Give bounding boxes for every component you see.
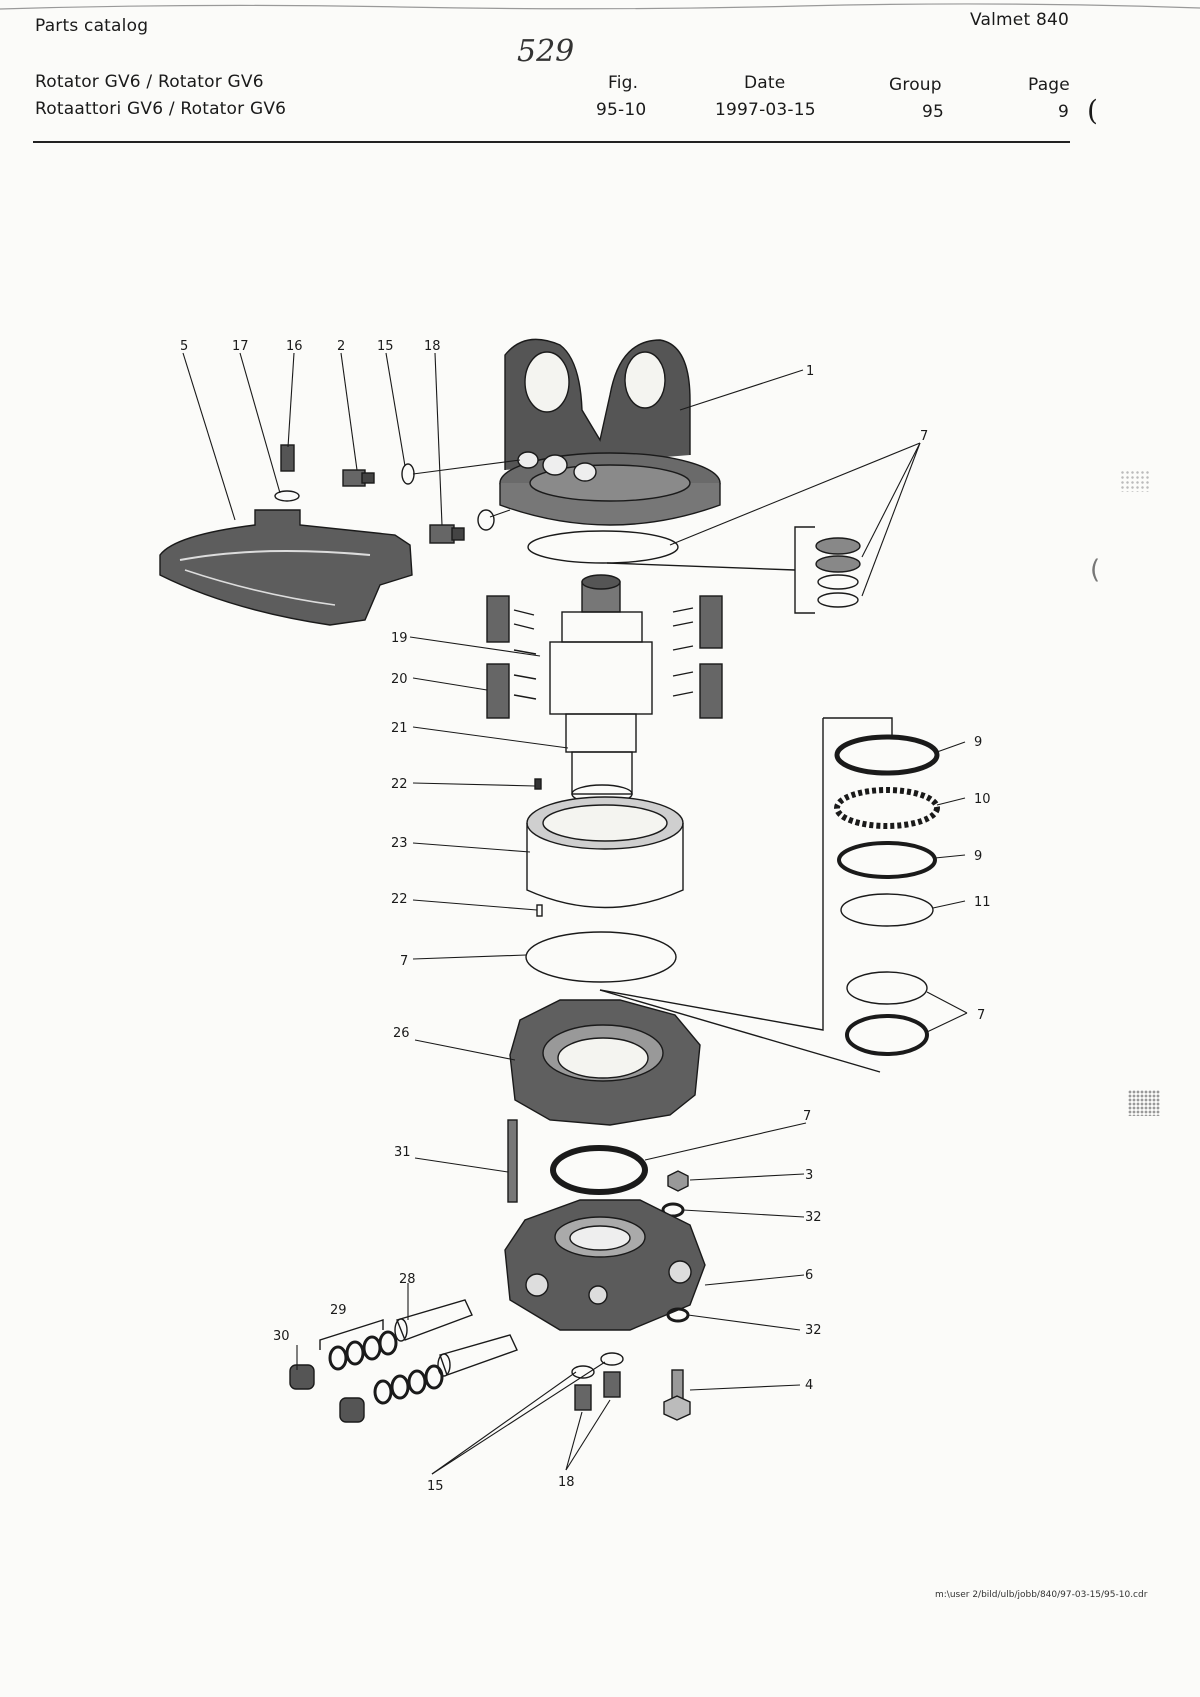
date-label: Date	[744, 73, 786, 93]
callout-28: 28	[399, 1272, 416, 1287]
diagram-parts	[159, 338, 968, 1475]
callout-15-bottom: 15	[427, 1479, 444, 1494]
part-5-guard	[159, 509, 413, 626]
part-18-fitting	[429, 524, 455, 544]
callout-7-lower: 7	[803, 1109, 811, 1124]
callout-22-upper: 22	[391, 777, 408, 792]
part-4-bolt	[663, 1369, 691, 1421]
part-7-oring-middle	[525, 931, 677, 983]
file-path-footer: m:\user 2/bild/ulb/jobb/840/97-03-15/95-…	[935, 1590, 1148, 1600]
group-value: 95	[922, 102, 945, 122]
callout-32-lower: 32	[805, 1323, 822, 1338]
callout-5: 5	[180, 339, 188, 354]
callout-31: 31	[394, 1145, 411, 1160]
callout-21: 21	[391, 721, 408, 736]
callout-11: 11	[974, 895, 991, 910]
callout-10: 10	[974, 792, 991, 807]
fig-value: 95-10	[596, 100, 647, 120]
part-7-ring-stack	[606, 526, 861, 614]
scan-speckle	[1128, 1090, 1160, 1116]
callout-4: 4	[805, 1378, 813, 1393]
callout-7-middle: 7	[400, 954, 408, 969]
scan-speckle	[1120, 470, 1150, 492]
machine-model: Valmet 840	[970, 10, 1069, 30]
callout-18-bottom: 18	[558, 1475, 575, 1490]
callout-26: 26	[393, 1026, 410, 1041]
header-rule	[33, 141, 1070, 143]
title-line-1: Rotator GV6 / Rotator GV6	[35, 72, 264, 92]
callout-1: 1	[806, 364, 814, 379]
part-26-stator	[509, 999, 701, 1126]
catalog-label: Parts catalog	[35, 16, 149, 36]
callout-30: 30	[273, 1329, 290, 1344]
callout-19: 19	[391, 631, 408, 646]
callout-29: 29	[330, 1303, 347, 1318]
callout-6: 6	[805, 1268, 813, 1283]
handwritten-note: 529	[517, 34, 575, 69]
page-label: Page	[1028, 75, 1070, 95]
part-30-plugs	[289, 1364, 365, 1423]
part-17-washer	[274, 490, 300, 502]
part-28-pistons	[394, 1299, 518, 1377]
callout-15-top: 15	[377, 339, 394, 354]
callout-16: 16	[286, 339, 303, 354]
part-18-fitting-lower-a	[574, 1384, 592, 1411]
page-value: 9	[1058, 102, 1070, 122]
callout-23: 23	[391, 836, 408, 851]
part-16-screw	[280, 444, 295, 472]
scan-mark: (	[1087, 94, 1099, 127]
callout-2: 2	[337, 339, 345, 354]
part-31-bolt	[507, 1119, 518, 1203]
title-line-2: Rotaattori GV6 / Rotator GV6	[35, 99, 287, 119]
part-20-vanes	[486, 595, 723, 719]
scan-mark: (	[1090, 555, 1101, 585]
callout-22-lower: 22	[391, 892, 408, 907]
callout-7-right: 7	[977, 1008, 985, 1023]
date-value: 1997-03-15	[715, 100, 816, 120]
part-7-oring-top	[527, 530, 679, 564]
part-6-housing	[504, 1199, 706, 1331]
callout-3: 3	[805, 1168, 813, 1183]
callout-20: 20	[391, 672, 408, 687]
part-29-springs	[319, 1319, 444, 1405]
callout-labels: 5 17 16 2 15 18 1 7 19 20 21 22 23 22 7 …	[180, 339, 991, 1494]
part-22-pin-b	[536, 904, 543, 917]
bearing-stack	[599, 717, 940, 1073]
leader-lines	[182, 352, 968, 1475]
callout-18-top: 18	[424, 339, 441, 354]
callout-17: 17	[232, 339, 249, 354]
part-1-bracket	[499, 338, 721, 526]
part-18-fitting-lower-b	[603, 1371, 621, 1398]
part-22-pin-a	[534, 778, 542, 790]
callout-9-lower: 9	[974, 849, 982, 864]
part-15-seal	[401, 463, 415, 485]
part-32-washer-b	[666, 1307, 690, 1323]
scan-top-edge	[0, 0, 1200, 14]
part-7-oring-lower	[550, 1145, 648, 1195]
part-23-sleeve	[526, 796, 684, 909]
callout-9-upper: 9	[974, 735, 982, 750]
fig-label: Fig.	[608, 73, 639, 93]
callout-32-upper: 32	[805, 1210, 822, 1225]
group-label: Group	[889, 75, 942, 95]
callout-7-top: 7	[920, 429, 928, 444]
part-21-shaft	[549, 574, 653, 804]
part-3-nut	[667, 1170, 689, 1192]
